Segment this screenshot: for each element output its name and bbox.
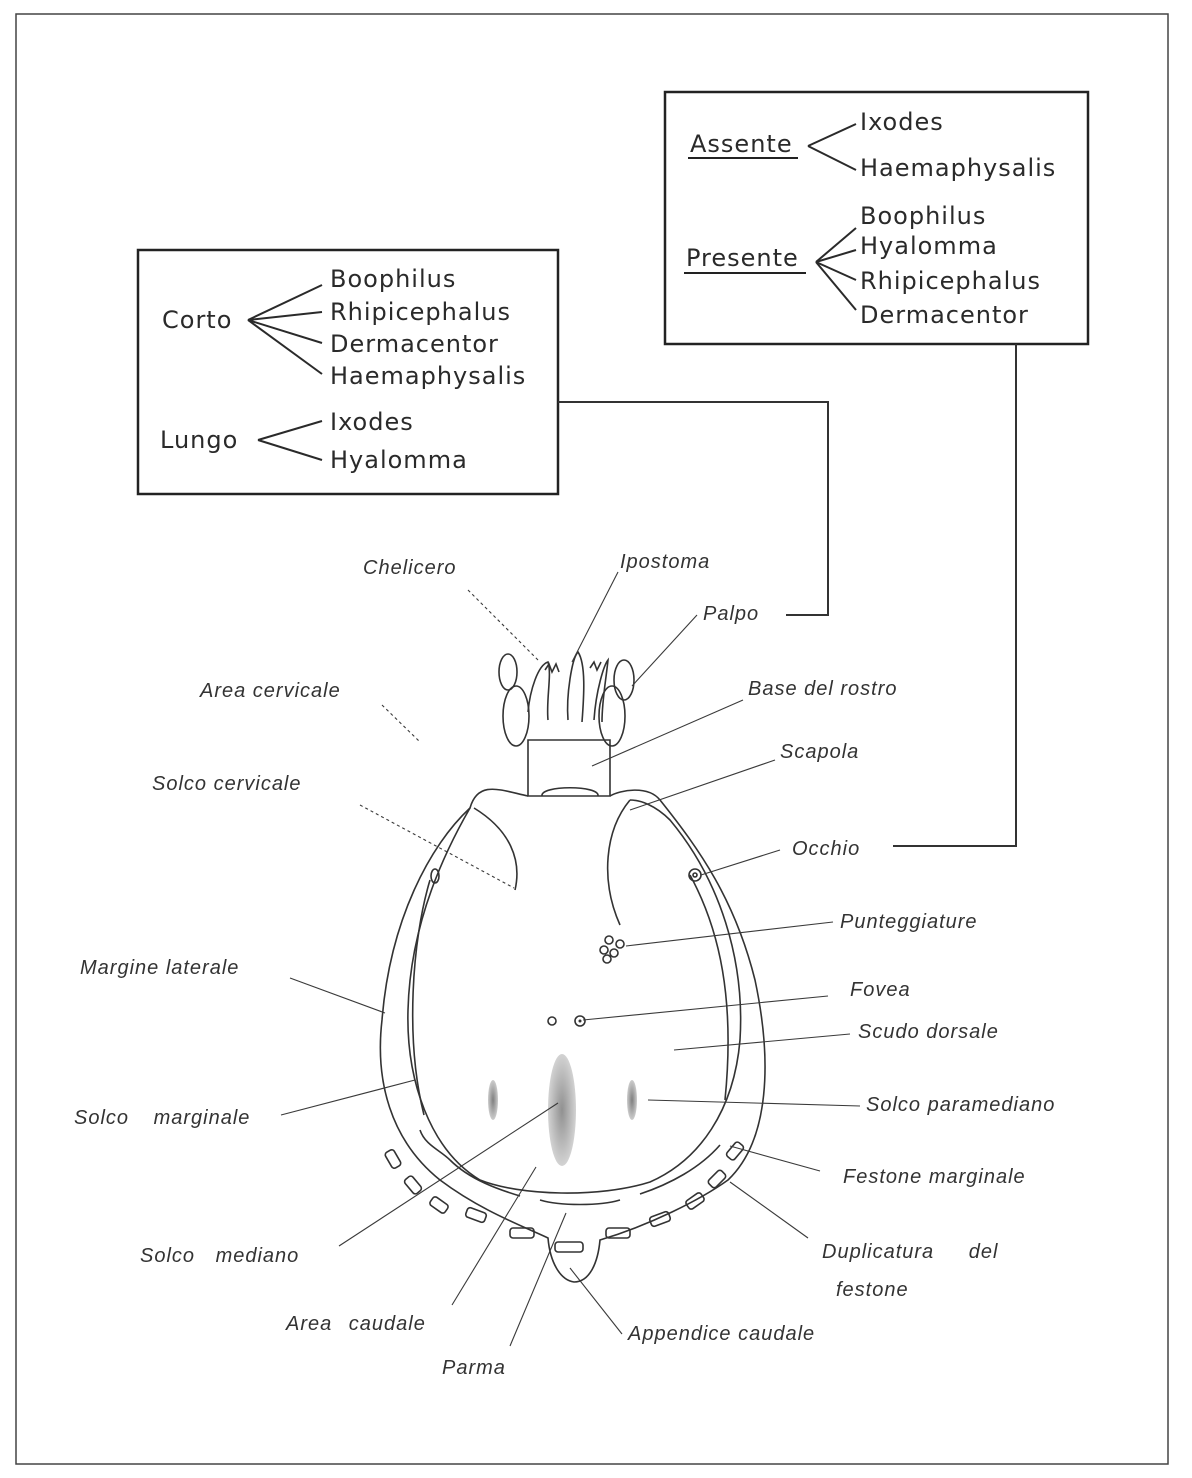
lungo-label: Lungo [160, 426, 238, 454]
right-key-box: Assente Ixodes Haemaphysalis Presente Bo… [665, 92, 1088, 344]
label-punteggiature: Punteggiature [840, 911, 978, 933]
tick-body [380, 652, 765, 1282]
label-area-cervicale: Area cervicale [199, 680, 341, 702]
presente-item-3: Rhipicephalus [860, 267, 1041, 295]
lungo-item-1: Ixodes [330, 408, 414, 436]
label-appendice-caudale: Appendice caudale [627, 1323, 815, 1345]
capitulum [499, 652, 634, 796]
label-occhio: Occhio [792, 838, 860, 860]
label-palpo: Palpo [703, 603, 759, 625]
corto-item-1: Boophilus [330, 265, 456, 293]
presente-label: Presente [686, 244, 799, 272]
lungo-item-2: Hyalomma [330, 446, 468, 474]
label-solco-mediano: Solco mediano [140, 1245, 299, 1267]
corto-item-3: Dermacentor [330, 330, 499, 358]
presente-item-2: Hyalomma [860, 232, 998, 260]
assente-label: Assente [690, 130, 793, 158]
label-solco-marginale: Solco marginale [74, 1107, 250, 1129]
label-solco-cervicale: Solco cervicale [152, 773, 302, 795]
punctations [600, 936, 624, 963]
label-chelicero: Chelicero [363, 557, 456, 579]
label-margine-laterale: Margine laterale [80, 957, 239, 979]
corto-label: Corto [162, 306, 232, 334]
label-duplicatura-line2: festone [836, 1279, 909, 1301]
label-ipostoma: Ipostoma [620, 551, 710, 573]
presente-item-4: Dermacentor [860, 301, 1029, 329]
left-key-box: Corto Boophilus Rhipicephalus Dermacento… [138, 250, 558, 494]
assente-item-2: Haemaphysalis [860, 154, 1056, 182]
label-area-caudale: Area caudale [285, 1313, 426, 1335]
label-scapola: Scapola [780, 741, 859, 763]
connector-lines [558, 344, 1016, 846]
presente-item-1: Boophilus [860, 202, 986, 230]
anatomy-labels: Chelicero Ipostoma Palpo Area cervicale … [74, 551, 1055, 1379]
label-duplicatura-line1: Duplicatura del [822, 1241, 998, 1263]
label-solco-paramediano: Solco paramediano [866, 1094, 1055, 1116]
label-parma: Parma [442, 1357, 506, 1379]
label-festone-marginale: Festone marginale [843, 1166, 1026, 1188]
label-base-del-rostro: Base del rostro [748, 678, 898, 700]
label-fovea: Fovea [850, 979, 911, 1001]
assente-item-1: Ixodes [860, 108, 944, 136]
label-scudo-dorsale: Scudo dorsale [858, 1021, 999, 1043]
corto-item-4: Haemaphysalis [330, 362, 526, 390]
corto-item-2: Rhipicephalus [330, 298, 511, 326]
